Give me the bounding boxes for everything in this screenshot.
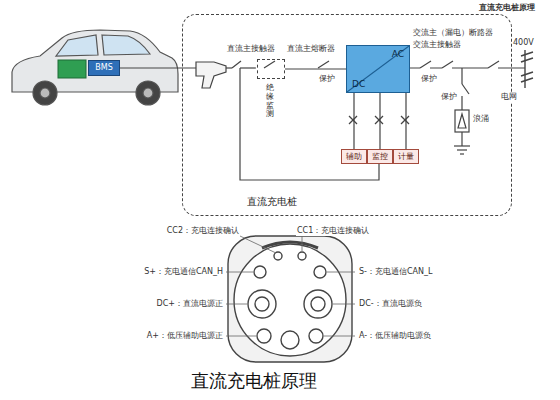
converter-ac: AC xyxy=(392,49,404,59)
wire xyxy=(405,93,406,149)
component-label: 电网 xyxy=(500,92,518,102)
monitor-box: 监控 xyxy=(367,149,393,164)
box-label: 辅助 xyxy=(346,152,362,162)
wire xyxy=(353,93,354,149)
charging-gun xyxy=(196,62,226,88)
pin-label: CC2：充电连接确认 xyxy=(166,226,240,236)
converter-dc: DC xyxy=(352,79,365,89)
vertical-label: 绝缘监测 xyxy=(266,84,274,119)
wire xyxy=(285,68,346,69)
meter-box: 计量 xyxy=(393,149,419,164)
pin-label: DC-：直流电源负 xyxy=(358,299,423,309)
component-label: 保护 xyxy=(420,74,438,84)
component-label: 浪涌 xyxy=(472,114,490,124)
diagram-title: 直流充电桩原理 xyxy=(478,3,536,13)
pin-label: CC1：充电连接确认 xyxy=(296,226,370,236)
battery xyxy=(58,60,86,78)
component-label: 直流主接触器 xyxy=(226,44,276,54)
component-label: 400V xyxy=(512,38,535,48)
pin-label: DC+：直流电源正 xyxy=(156,299,224,309)
ac-dc-converter: AC DC xyxy=(346,45,410,93)
component-label: 保护 xyxy=(318,74,336,84)
caption: 直流充电桩原理 xyxy=(190,370,318,392)
bms-label: BMS xyxy=(95,63,112,73)
car-wire xyxy=(120,67,196,68)
surge-branch xyxy=(454,68,470,154)
bms-box: BMS xyxy=(88,60,120,76)
component-label: 交流主（漏电）断路器 xyxy=(412,28,494,38)
pin-label: A-：低压辅助电源负 xyxy=(358,331,432,341)
pin-label: S-：充电通信CAN_L xyxy=(358,267,433,277)
pin-label: S+：充电通信CAN_H xyxy=(143,267,224,277)
insulation-monitor-box: 绝缘监测 xyxy=(257,59,285,79)
aux-box: 辅助 xyxy=(341,149,367,164)
control-wire xyxy=(240,68,379,180)
box-label: 计量 xyxy=(398,152,414,162)
wire xyxy=(379,93,380,149)
leader-lines xyxy=(226,236,355,336)
box-label: 监控 xyxy=(372,152,388,162)
component-label: 直流主熔断器 xyxy=(286,44,336,54)
component-label: 交流主接触器 xyxy=(412,40,462,50)
connector-face xyxy=(228,236,352,362)
component-label: 保护 xyxy=(440,92,458,102)
branch-switches xyxy=(349,116,409,124)
pin-label: A+：低压辅助电源正 xyxy=(146,331,224,341)
region-label: 直流充电桩 xyxy=(245,195,299,209)
grid-symbol xyxy=(521,50,533,88)
